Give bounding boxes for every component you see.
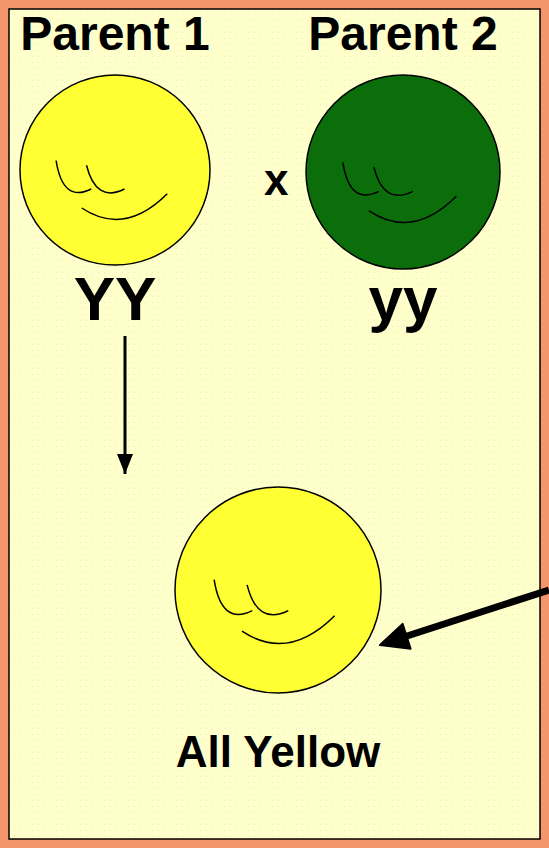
seed-wrinkle [56,161,91,193]
seed-wrinkle [343,162,379,195]
genotype-label: yy [369,268,438,330]
seed-wrinkle [247,585,288,615]
seed-wrinkle [374,167,413,195]
genotype-label: YY [74,268,157,330]
seed-node: Parent 2 yy [298,10,508,332]
parent-heading: Parent 2 [308,10,497,58]
pointer-arrow-head [380,624,411,649]
seed-node: Parent 1 YY [10,10,220,332]
seed-circle [306,75,500,269]
offspring-label: All Yellow [176,730,381,774]
seed-wrinkle [369,196,456,222]
seed-wrinkle [82,194,168,220]
seed-circle [20,75,210,265]
parent-heading: Parent 1 [20,10,209,58]
seed-node: All Yellow [170,480,386,780]
panel-ground [9,9,540,839]
seed-wrinkle [242,616,335,644]
seed-wrinkle [214,580,252,615]
panel-texture [10,10,539,838]
seed-wrinkle [87,165,125,193]
cross-symbol: x [264,158,288,202]
seed-circle [175,487,381,693]
inheritance-arrow [124,336,127,474]
pointer-arrow-shaft [404,590,549,637]
